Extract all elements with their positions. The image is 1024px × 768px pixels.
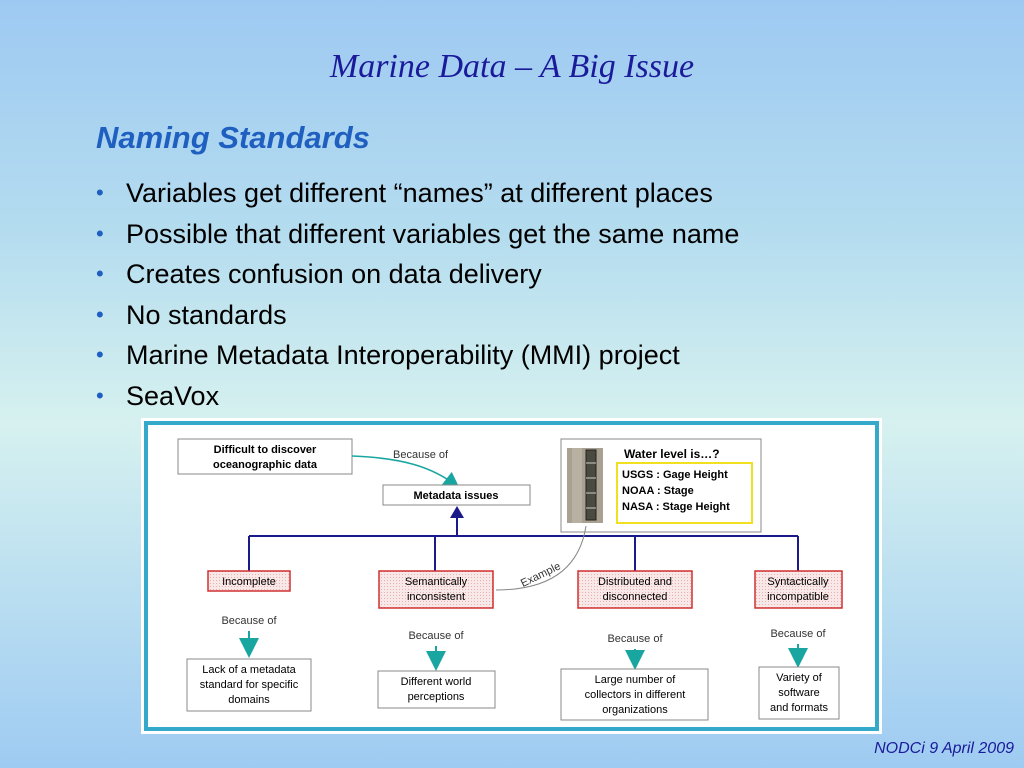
slide-title: Marine Data – A Big Issue (329, 48, 695, 85)
water-level-title: Water level is…? (624, 447, 720, 461)
category-incomplete-box (207, 570, 291, 592)
category-incomplete-label: Incomplete (222, 576, 276, 588)
category-distributed-label: Distributed and (598, 576, 672, 588)
cause-box (758, 666, 840, 720)
gage-staff-icon (585, 449, 597, 521)
bullet-item: • Variables get different “names” at diff… (96, 174, 739, 215)
bullet-text: No standards (126, 299, 287, 330)
category-semantic-label: inconsistent (407, 591, 465, 603)
cause-text: organizations (602, 704, 668, 716)
diagram-canvas: Difficult to discover oceanographic data… (144, 421, 879, 731)
metadata-issues-box (382, 484, 531, 506)
category-distributed-box (577, 570, 693, 609)
because-of-label: Because of (607, 633, 663, 645)
bullet-text: Creates confusion on data delivery (126, 259, 542, 289)
cause-box (377, 670, 496, 709)
metadata-issues-diagram: Difficult to discover oceanographic data… (141, 418, 882, 734)
water-level-term: USGS : Gage Height (622, 469, 728, 481)
bullet-text: Marine Metadata Interoperability (MMI) p… (126, 340, 680, 370)
because-of-label: Because of (221, 615, 277, 627)
cause-text: domains (228, 694, 270, 706)
section-heading: Naming Standards (96, 120, 370, 155)
water-level-term: NOAA : Stage (622, 485, 694, 497)
category-syntactic-box (754, 570, 843, 609)
cause-text: collectors in different (585, 689, 686, 701)
cause-box (186, 658, 312, 712)
bullet-dot-icon: • (96, 342, 104, 367)
difficult-discover-box (177, 438, 353, 475)
cause-box (560, 668, 709, 721)
up-arrow-icon (450, 506, 464, 518)
bullet-text: Possible that different variables get th… (126, 218, 740, 249)
bullet-item: • SeaVox (96, 377, 739, 418)
cause-text: and formats (770, 702, 829, 714)
bullet-dot-icon: • (96, 180, 104, 205)
metadata-issues-text: Metadata issues (414, 490, 499, 502)
cause-text: Different world (401, 676, 472, 688)
water-level-terms-box (616, 462, 753, 524)
example-connector (495, 525, 587, 591)
bullet-item: • Marine Metadata Interoperability (MMI) … (96, 336, 739, 377)
bullet-item: • Creates confusion on data delivery (96, 255, 739, 296)
bullet-dot-icon: • (96, 261, 104, 286)
bullet-dot-icon: • (96, 220, 104, 246)
bullet-list: • Variables get different “names” at diff… (96, 174, 739, 417)
bullet-dot-icon: • (96, 301, 104, 327)
cause-text: software (778, 687, 820, 699)
cause-text: standard for specific (200, 679, 299, 691)
category-syntactic-label: Syntactically (767, 576, 829, 588)
bullet-item: • No standards (96, 296, 739, 337)
water-level-term: NASA : Stage Height (622, 501, 730, 513)
cause-text: Lack of a metadata (202, 664, 296, 676)
bullet-dot-icon: • (96, 382, 104, 408)
difficult-discover-text: oceanographic data (213, 459, 318, 471)
category-syntactic-label: incompatible (767, 591, 829, 603)
because-of-arrow (351, 455, 460, 488)
category-semantic-label: Semantically (405, 576, 468, 588)
bullet-item: • Possible that different variables get t… (96, 215, 739, 256)
because-of-label: Because of (770, 628, 826, 640)
cause-text: perceptions (408, 691, 465, 703)
category-semantic-box (378, 570, 494, 609)
difficult-discover-text: Difficult to discover (214, 444, 317, 456)
bullet-text: Variables get different “names” at diffe… (126, 178, 713, 208)
category-distributed-label: disconnected (603, 591, 668, 603)
cause-text: Variety of (776, 672, 823, 684)
bullet-text: SeaVox (126, 380, 220, 411)
cause-text: Large number of (595, 674, 677, 686)
because-of-label: Because of (393, 449, 449, 461)
because-of-label: Because of (408, 630, 464, 642)
footer-text: NODCi 9 April 2009 (874, 740, 1014, 757)
